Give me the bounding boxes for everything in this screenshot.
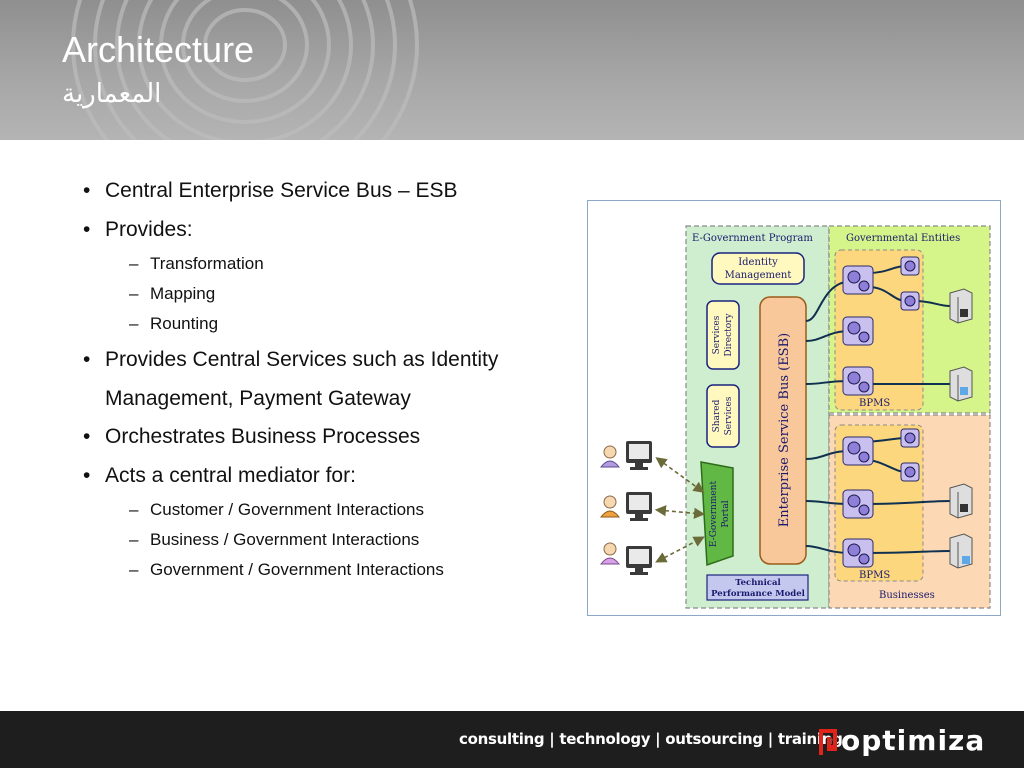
bullet-text: Provides Central Services such as Identi…: [105, 348, 499, 410]
identity-management-box: [711, 252, 805, 285]
egov-portal-label-line1: E-Government: [709, 481, 719, 548]
gear-icon: [842, 265, 874, 295]
monitor-icon: [626, 546, 652, 575]
server-icon: [949, 366, 973, 402]
shared-services-label-line2: Services: [724, 396, 734, 435]
user-icon: [599, 445, 621, 468]
esb-label: Enterprise Service Bus (ESB): [777, 333, 792, 527]
bullet-text: Central Enterprise Service Bus – ESB: [105, 179, 458, 202]
bullet-item: Provides Central Services such as Identi…: [75, 341, 575, 418]
portal-arrows: [654, 457, 706, 563]
page-subtitle-arabic: المعمارية: [62, 79, 162, 109]
gear-icon: [842, 316, 874, 346]
bullet-list: Central Enterprise Service Bus – ESB Pro…: [75, 172, 575, 585]
sub-bullet-item: Customer / Government Interactions: [105, 495, 575, 525]
egov-portal-shape: [700, 461, 734, 567]
identity-management-label-line1: Identity: [738, 257, 778, 268]
bpms-bottom-label: BPMS: [859, 570, 890, 581]
user-icon: [599, 542, 621, 565]
sub-bullet-list: Customer / Government Interactions Busin…: [105, 495, 575, 585]
bullet-text: Provides:: [105, 217, 193, 241]
bullet-item: Central Enterprise Service Bus – ESB: [75, 172, 575, 211]
sub-bullet-item: Transformation: [105, 249, 575, 279]
egov-portal-label-line2: Portal: [721, 500, 731, 527]
bullet-item: Orchestrates Business Processes: [75, 418, 575, 457]
user-icon: [599, 495, 621, 518]
businesses-label: Businesses: [879, 590, 935, 601]
sub-bullet-item: Business / Government Interactions: [105, 525, 575, 555]
services-directory-label-line1: Services: [712, 315, 722, 354]
page-title: Architecture: [62, 29, 255, 70]
monitor-icon: [626, 492, 652, 521]
gear-icon: [842, 538, 874, 568]
architecture-diagram: E-Government Program Governmental Entiti…: [587, 200, 1001, 616]
server-icon: [949, 288, 973, 324]
technical-model-box: [706, 574, 809, 601]
small-gear-icon: [900, 256, 920, 276]
logo-wordmark: optimiza: [841, 724, 985, 757]
monitor-icon: [626, 441, 652, 470]
egov-program-label: E-Government Program: [692, 233, 813, 244]
sub-bullet-item: Mapping: [105, 279, 575, 309]
bpms-top-label: BPMS: [859, 398, 890, 409]
gov-entities-label: Governmental Entities: [846, 233, 960, 244]
bullet-text: Acts a central mediator for:: [105, 463, 356, 487]
small-gear-icon: [900, 428, 920, 448]
technical-model-label-line1: Technical: [735, 578, 781, 588]
slide-header: Architecture المعمارية: [0, 0, 1024, 140]
sub-bullet-item: Rounting: [105, 309, 575, 339]
gear-icon: [842, 489, 874, 519]
server-icon: [949, 483, 973, 519]
slide-footer: consulting | technology | outsourcing | …: [0, 711, 1024, 768]
shared-services-box: [706, 384, 740, 448]
bullet-content: Central Enterprise Service Bus – ESB Pro…: [75, 172, 575, 587]
small-gear-icon: [900, 462, 920, 482]
esb-bar: [759, 296, 807, 565]
optimiza-logo: optimiza: [817, 723, 995, 757]
gear-icon: [842, 436, 874, 466]
gear-icon: [842, 366, 874, 396]
small-gear-icon: [900, 291, 920, 311]
services-directory-box: [706, 300, 740, 370]
shared-services-label-line1: Shared: [712, 399, 722, 432]
sub-bullet-list: Transformation Mapping Rounting: [105, 249, 575, 339]
bullet-item: Acts a central mediator for: Customer / …: [75, 457, 575, 586]
technical-model-label-line2: Performance Model: [711, 589, 806, 599]
bullet-text: Orchestrates Business Processes: [105, 425, 421, 448]
company-tagline: consulting | technology | outsourcing | …: [459, 730, 843, 748]
identity-management-label-line2: Management: [725, 270, 792, 281]
server-icon: [949, 533, 973, 569]
fingerprint-watermark: [71, 0, 419, 140]
bullet-item: Provides: Transformation Mapping Rountin…: [75, 211, 575, 340]
sub-bullet-item: Government / Government Interactions: [105, 555, 575, 585]
services-directory-label-line2: Directory: [724, 312, 734, 356]
